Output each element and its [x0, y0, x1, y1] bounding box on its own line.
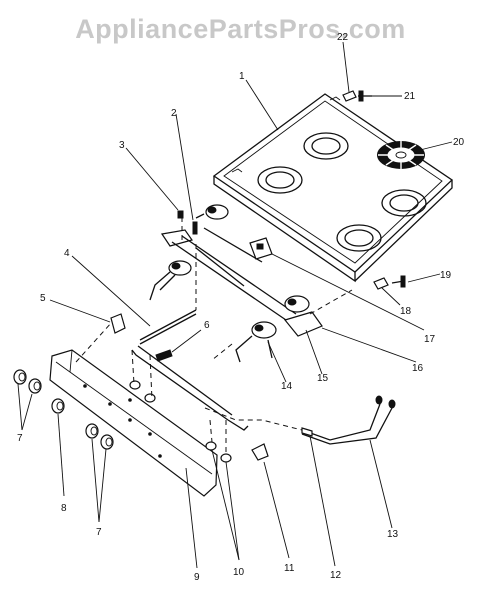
valve-stems	[129, 380, 232, 463]
callout-9: 9	[194, 572, 200, 583]
callout-14: 14	[281, 381, 293, 392]
callout-7-left: 7	[17, 433, 23, 444]
bracket	[110, 313, 126, 334]
callout-3: 3	[119, 140, 125, 151]
callout-11: 11	[284, 563, 295, 574]
callout-5: 5	[40, 293, 46, 304]
knob-4	[85, 423, 99, 439]
leader-lines	[17, 41, 453, 569]
burner-grate	[377, 141, 425, 169]
burner-head-left-front	[149, 260, 192, 301]
callout-2: 2	[171, 108, 177, 119]
callout-8: 8	[61, 503, 67, 514]
screw-2	[192, 221, 198, 235]
screw-21	[358, 90, 372, 102]
manifold	[131, 309, 249, 431]
callout-15: 15	[317, 373, 329, 384]
callout-19: 19	[440, 270, 452, 281]
callout-6: 6	[204, 320, 210, 331]
clip-11	[251, 443, 269, 461]
callout-16: 16	[412, 363, 424, 374]
callout-4: 4	[64, 248, 70, 259]
control-panel-dots	[83, 384, 162, 458]
watermark: AppliancePartsPros.com	[75, 14, 406, 44]
callout-20: 20	[453, 137, 465, 148]
callout-7-bottom: 7	[96, 527, 102, 538]
cooktop	[212, 93, 454, 283]
clip-22	[342, 90, 357, 102]
alignment-lines	[75, 217, 353, 452]
cooktop-burner-openings	[257, 132, 427, 252]
callout-21: 21	[404, 91, 416, 102]
knob-5	[100, 434, 114, 450]
callout-1: 1	[239, 71, 245, 82]
screw-19	[391, 275, 406, 288]
callout-13: 13	[387, 529, 399, 540]
burner-head-left-rear	[195, 204, 229, 220]
knob-2	[28, 378, 42, 394]
clip-18	[373, 277, 389, 290]
callouts: 1 2 3 4 5 6 7 7 8 9 10 11 12 13 14 15 16…	[17, 32, 465, 583]
gas-supply-tubes	[204, 395, 396, 445]
ignition-module	[249, 237, 273, 260]
callout-10: 10	[233, 567, 245, 578]
callout-22: 22	[337, 32, 349, 43]
knob-3	[51, 398, 65, 414]
burner-head-right-front	[235, 321, 277, 363]
burner-box	[160, 227, 323, 337]
callout-12: 12	[330, 570, 342, 581]
cooktop-tabs	[231, 96, 341, 173]
knob-1	[13, 369, 27, 385]
screw-3	[177, 210, 184, 219]
control-panel	[49, 349, 218, 497]
callout-18: 18	[400, 306, 412, 317]
burner-head-right-rear	[284, 295, 310, 313]
callout-17: 17	[424, 334, 436, 345]
